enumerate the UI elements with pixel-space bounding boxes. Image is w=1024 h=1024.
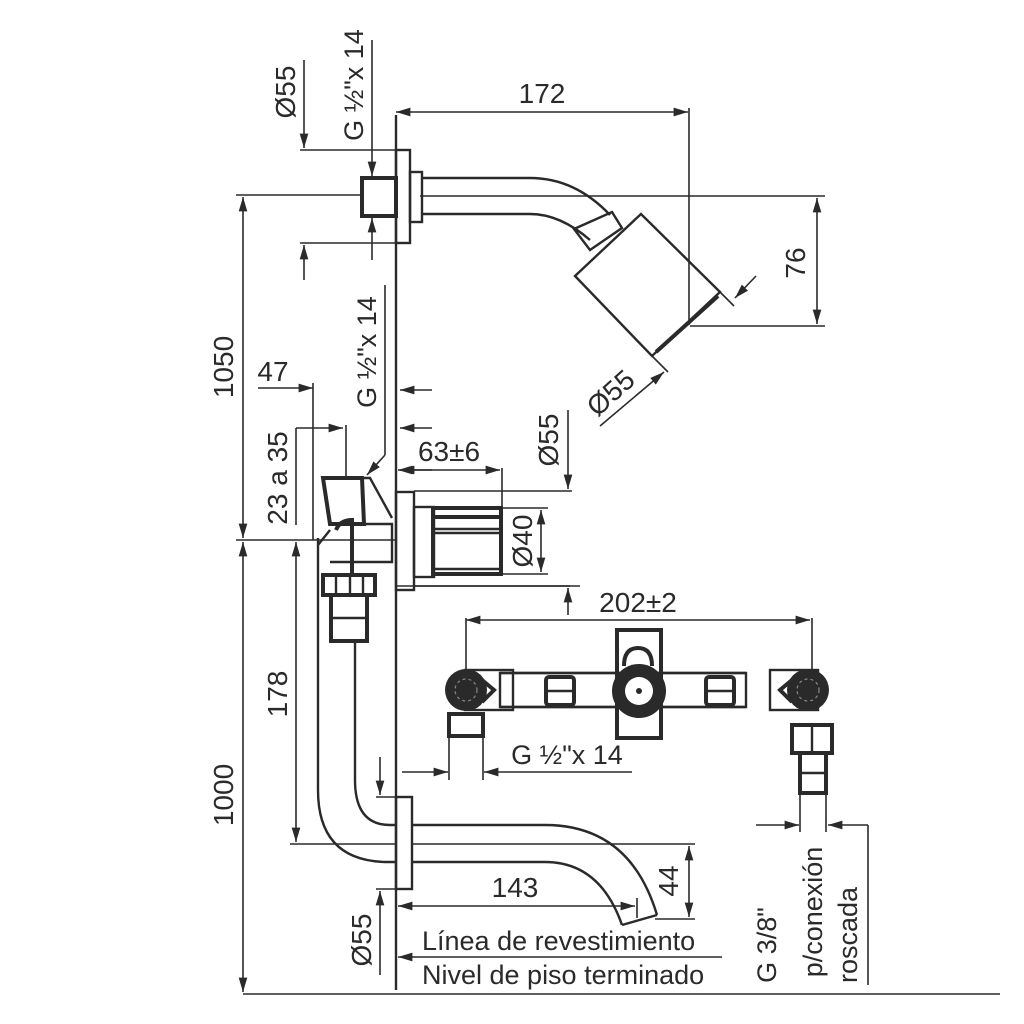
pipe — [316, 590, 396, 864]
label-coating-line: Línea de revestimiento — [422, 926, 695, 956]
label-floor-level: Nivel de piso terminado — [422, 960, 704, 990]
dim-178: 178 — [262, 671, 293, 718]
dim-143: 143 — [492, 872, 539, 903]
dim-1050: 1050 — [208, 336, 239, 398]
dim-202-2: 202±2 — [599, 587, 677, 618]
dim-23-a-35: 23 a 35 — [262, 431, 293, 524]
dim-76: 76 — [780, 247, 811, 278]
dim-47: 47 — [257, 356, 288, 387]
dim-63-6: 63±6 — [418, 436, 480, 467]
dim-mid-thread: G ½"x 14 — [352, 296, 382, 408]
label-connection-type: p/conexión — [798, 847, 828, 978]
dim-44: 44 — [653, 865, 684, 896]
dim-172: 172 — [519, 78, 566, 109]
mixer-top-view — [445, 628, 834, 795]
dim-handle-diameter: Ø40 — [507, 515, 538, 568]
label-connection-thread: roscada — [833, 886, 863, 983]
dimension-lines — [236, 40, 1000, 995]
dim-shower-head-diameter: Ø55 — [581, 364, 641, 422]
dim-inlet-thread: G ½"x 14 — [511, 740, 623, 770]
valve-body — [316, 476, 503, 643]
label-connection-g38: G 3/8" — [752, 907, 782, 983]
dim-shower-flange-diameter: Ø55 — [270, 66, 301, 119]
dim-shower-thread: G ½"x 14 — [339, 29, 369, 141]
dim-valve-flange-diameter: Ø55 — [533, 414, 564, 467]
dim-1000: 1000 — [208, 764, 239, 826]
dim-spout-flange-diameter: Ø55 — [346, 914, 377, 967]
shower-arm — [360, 148, 722, 358]
